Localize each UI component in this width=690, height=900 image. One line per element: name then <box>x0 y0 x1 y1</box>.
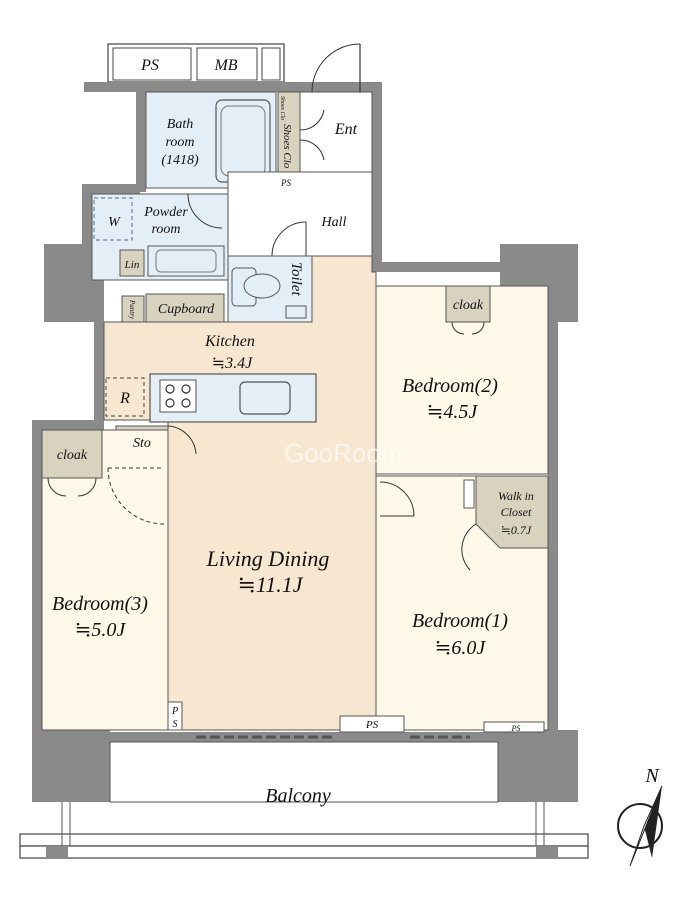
ps-bottom-mid-label: PS <box>365 719 379 731</box>
fridge-label: R <box>119 390 130 407</box>
ps-living-label-1: P <box>171 706 178 717</box>
bath-label-1: Bath <box>167 117 193 132</box>
bedroom-3 <box>41 429 169 780</box>
powder-room <box>91 193 229 281</box>
entrance <box>299 43 373 173</box>
powder-label-2: room <box>151 222 180 237</box>
bedroom-2-area-label: ≒4.5J <box>427 401 479 423</box>
balcony <box>19 741 589 859</box>
ps-living-label-2: S <box>173 719 178 730</box>
lin-label: Lin <box>124 259 140 271</box>
bedroom-1-area-label: ≒6.0J <box>435 637 487 659</box>
walk-in-label-1: Walk in <box>498 489 534 503</box>
kitchen-label: Kitchen <box>204 333 255 350</box>
bath-label-3: (1418) <box>161 153 199 168</box>
mb-top-label: MB <box>213 57 237 74</box>
bedroom-2 <box>375 285 549 475</box>
hall-label: Hall <box>321 215 347 230</box>
shoes-closet-small-label: Shoes Clo <box>279 96 285 120</box>
powder-label-1: Powder <box>143 205 188 220</box>
sto-label: Sto <box>133 436 151 451</box>
cupboard-label: Cupboard <box>158 302 215 317</box>
watermark-text: GooRoom <box>284 438 403 468</box>
toilet-label: Toilet <box>288 262 304 296</box>
bedroom-1-label: Bedroom(1) <box>412 610 508 632</box>
ps-bath-label: PS <box>280 178 291 188</box>
w-label: W <box>108 215 121 230</box>
top-shaft-boxes <box>107 43 285 83</box>
living-dining-area-label: ≒11.1J <box>237 572 303 597</box>
cloak-left-label: cloak <box>57 448 88 463</box>
pantry-label: Pantry <box>128 299 136 320</box>
kitchen-area-label: ≒3.4J <box>212 355 253 372</box>
cloak-right-label: cloak <box>453 298 484 313</box>
cupboard-area <box>121 293 225 327</box>
bedroom-3-label: Bedroom(3) <box>52 593 148 615</box>
north-label: N <box>644 765 660 787</box>
bedroom-2-label: Bedroom(2) <box>402 375 498 397</box>
north-compass: N <box>617 765 663 867</box>
ps-top-label: PS <box>140 57 159 74</box>
shoes-closet-label: Shoes Clo <box>281 124 293 169</box>
bath-label-2: room <box>165 135 194 150</box>
bedroom-3-area-label: ≒5.0J <box>75 619 127 641</box>
living-dining-label: Living Dining <box>206 546 330 571</box>
hall <box>227 171 373 257</box>
balcony-label: Balcony <box>265 785 331 807</box>
ent-label: Ent <box>334 121 358 138</box>
ps-bottom-right-label: PS <box>511 724 521 733</box>
bedroom-1 <box>339 475 549 739</box>
walk-in-area-label: ≒0.7J <box>501 523 532 537</box>
walk-in-label-2: Closet <box>501 505 532 519</box>
